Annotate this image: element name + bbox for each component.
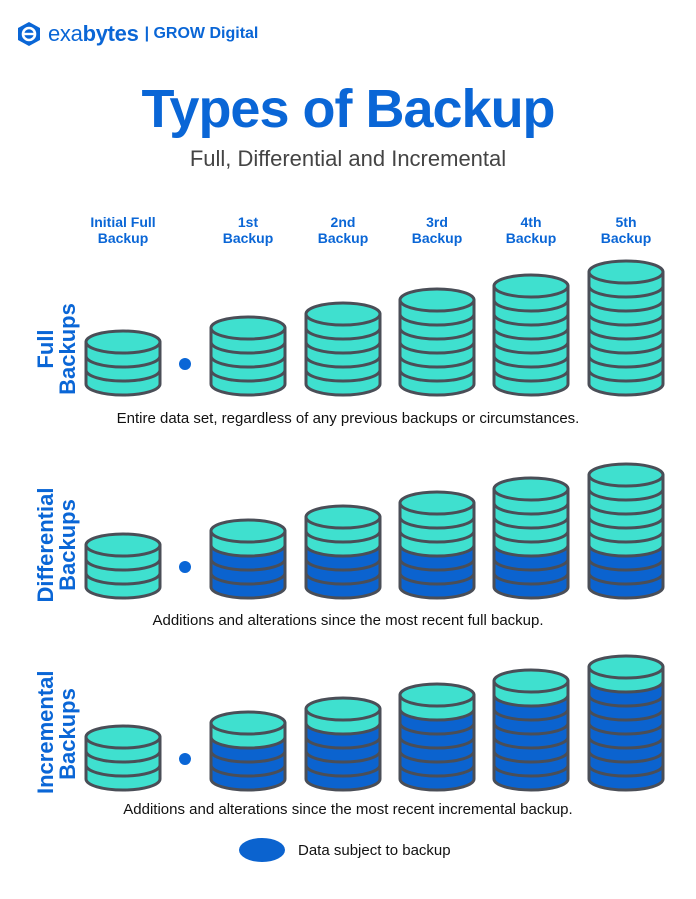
- page-title: Types of Backup: [141, 79, 555, 139]
- database-stack: [209, 710, 287, 792]
- database-stack: [209, 315, 287, 397]
- database-stack: [398, 287, 476, 397]
- row-description-differential: Additions and alterations since the most…: [152, 612, 544, 629]
- database-stack: [492, 476, 570, 600]
- stack-top: [209, 315, 287, 341]
- exabytes-logo: exabytes | GROW Digital: [16, 21, 258, 47]
- row-description-full: Entire data set, regardless of any previ…: [116, 410, 580, 427]
- stack-top: [492, 476, 570, 502]
- database-stack: [398, 490, 476, 600]
- exabytes-hex-icon: [18, 22, 40, 46]
- database-stack: [84, 329, 162, 397]
- database-stack: [492, 668, 570, 792]
- bullet-dot: [179, 561, 191, 573]
- database-stack: [587, 462, 665, 600]
- legend-label: Data subject to backup: [298, 842, 451, 859]
- brand-sub: | GROW Digital: [144, 25, 259, 42]
- bullet-dot: [179, 358, 191, 370]
- database-stack: [304, 696, 382, 792]
- database-stack: [492, 273, 570, 397]
- database-stack: [209, 518, 287, 600]
- database-stack: [84, 724, 162, 792]
- stack-top: [304, 504, 382, 530]
- stack-top: [84, 724, 162, 750]
- stack-top: [209, 710, 287, 736]
- stack-top: [587, 259, 665, 285]
- stack-top: [492, 273, 570, 299]
- stack-top: [398, 490, 476, 516]
- stack-top: [398, 682, 476, 708]
- brand-name: exabytes: [48, 21, 139, 46]
- stack-top: [398, 287, 476, 313]
- stack-top: [84, 532, 162, 558]
- database-stack: [587, 259, 665, 397]
- database-stack: [398, 682, 476, 792]
- legend-swatch: [239, 838, 285, 862]
- stack-top: [587, 654, 665, 680]
- stack-top: [304, 696, 382, 722]
- stack-top: [209, 518, 287, 544]
- database-stack: [304, 301, 382, 397]
- database-stack: [84, 532, 162, 600]
- stack-top: [304, 301, 382, 327]
- database-stack: [304, 504, 382, 600]
- stack-top: [492, 668, 570, 694]
- database-stack: [587, 654, 665, 792]
- page-subtitle: Full, Differential and Incremental: [189, 146, 507, 171]
- stack-top: [84, 329, 162, 355]
- bullet-dot: [179, 753, 191, 765]
- stack-top: [587, 462, 665, 488]
- row-description-incremental: Additions and alterations since the most…: [123, 801, 573, 818]
